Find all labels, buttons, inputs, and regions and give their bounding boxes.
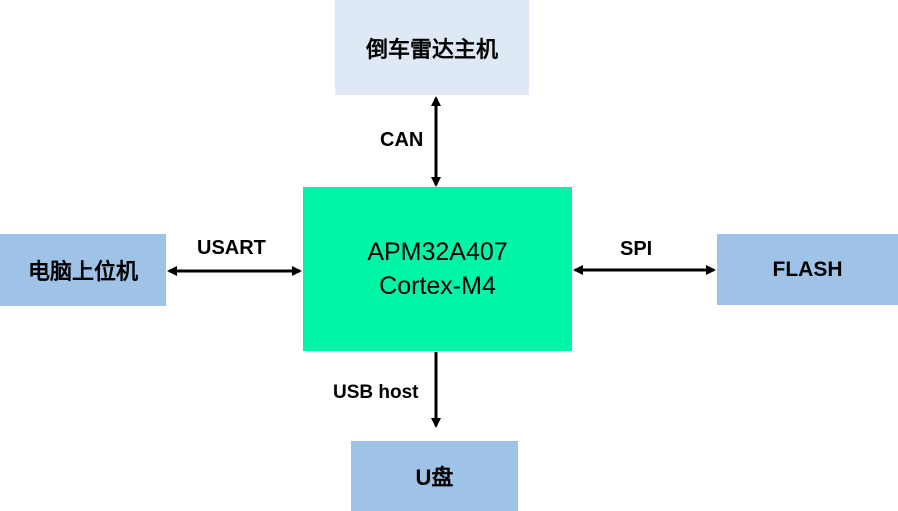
usb-host-link-label: USB host xyxy=(333,382,419,403)
pc-host-label: 电脑上位机 xyxy=(27,259,138,284)
flash-box: FLASH xyxy=(717,234,898,305)
usart-link-label: USART xyxy=(197,237,266,259)
spi-link-label: SPI xyxy=(620,238,653,260)
pc-host-box: 电脑上位机 xyxy=(0,234,166,306)
udisk-label: U盘 xyxy=(415,465,454,490)
radar-host-label: 倒车雷达主机 xyxy=(365,36,498,62)
udisk-box: U盘 xyxy=(351,441,518,511)
can-link-label: CAN xyxy=(380,129,424,151)
mcu-name-label: APM32A407 xyxy=(367,238,508,266)
flash-label: FLASH xyxy=(772,257,843,281)
mcu-core-label: Cortex-M4 xyxy=(379,272,496,300)
mcu-box: APM32A407 Cortex-M4 xyxy=(303,187,572,351)
radar-host-box: 倒车雷达主机 xyxy=(335,0,529,95)
